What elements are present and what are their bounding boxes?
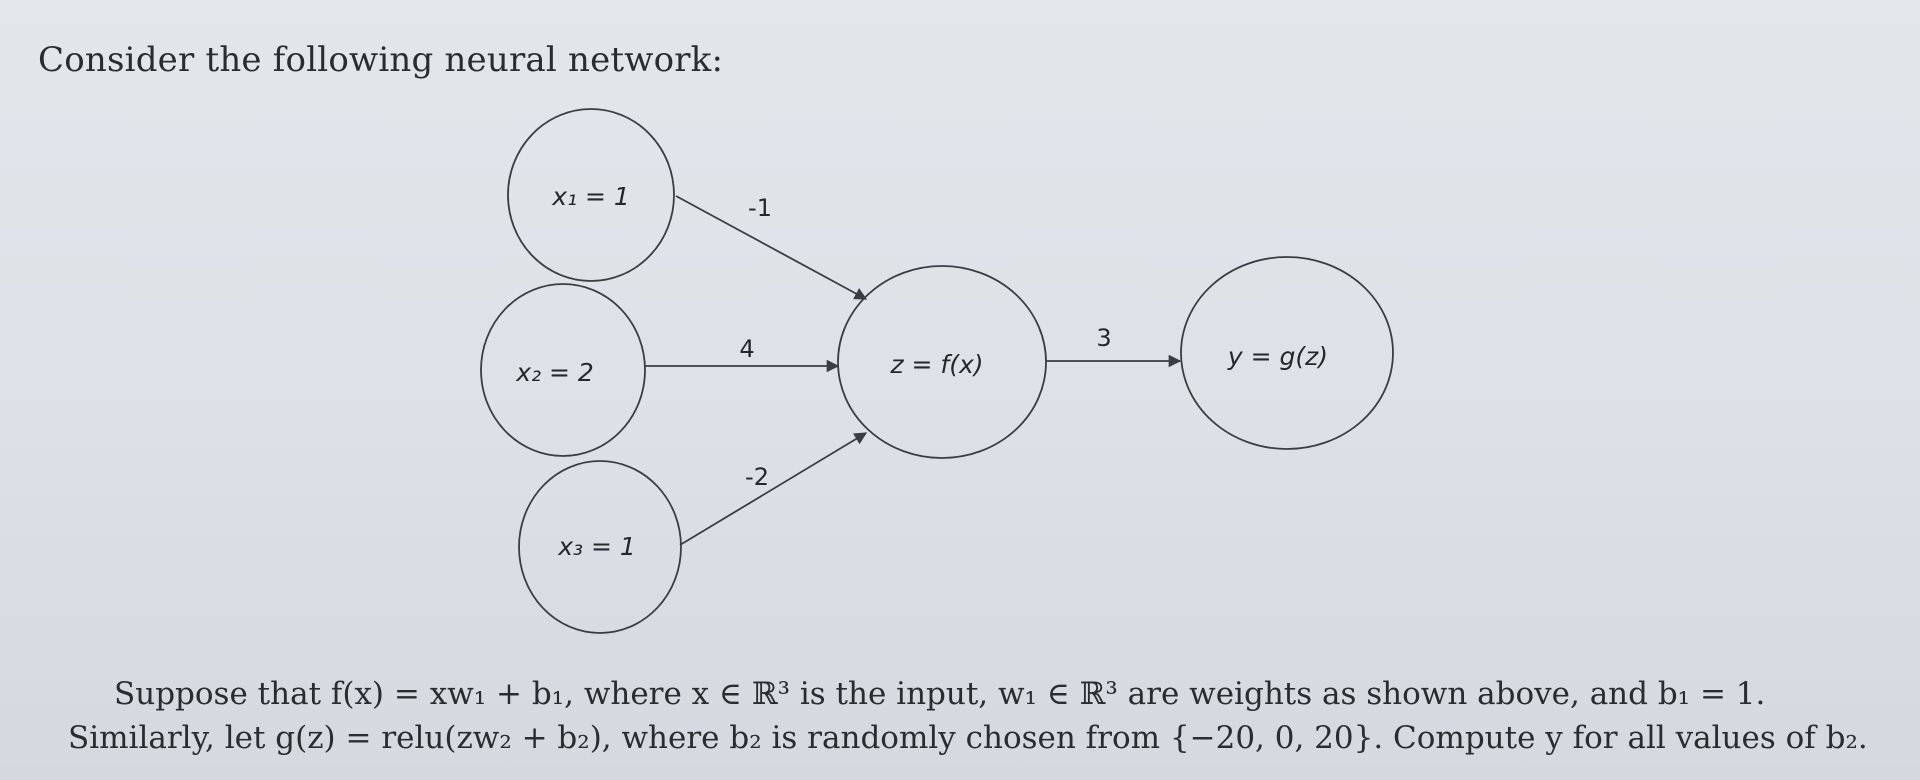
node-y-label: y = g(z) [1227, 342, 1328, 371]
weight-z-to-y-label: 3 [1096, 324, 1111, 352]
node-x1 [507, 108, 675, 282]
node-x1-label: x₁ = 1 [551, 182, 630, 211]
node-z [837, 265, 1047, 459]
problem-statement: Suppose that f(x) = xw₁ + b₁, where x ∈ … [68, 672, 1888, 760]
node-x2 [480, 283, 646, 457]
node-x3 [518, 460, 682, 634]
edge-x1-to-z [675, 195, 868, 300]
problem-line-2: Similarly, let g(z) = relu(zw₂ + b₂), wh… [68, 720, 1868, 756]
node-z-label: z = f(x) [889, 350, 983, 379]
weight-x3-label: -2 [745, 463, 769, 491]
weight-x2-label: 4 [739, 335, 754, 363]
intro-text: Consider the following neural network: [38, 40, 724, 80]
problem-line-1: Suppose that f(x) = xw₁ + b₁, where x ∈ … [114, 676, 1766, 712]
node-x3-label: x₃ = 1 [557, 532, 636, 561]
edge-x3-to-z [679, 432, 868, 546]
node-x2-label: x₂ = 2 [515, 358, 594, 387]
node-y [1180, 256, 1394, 450]
weight-x1-label: -1 [748, 194, 772, 222]
